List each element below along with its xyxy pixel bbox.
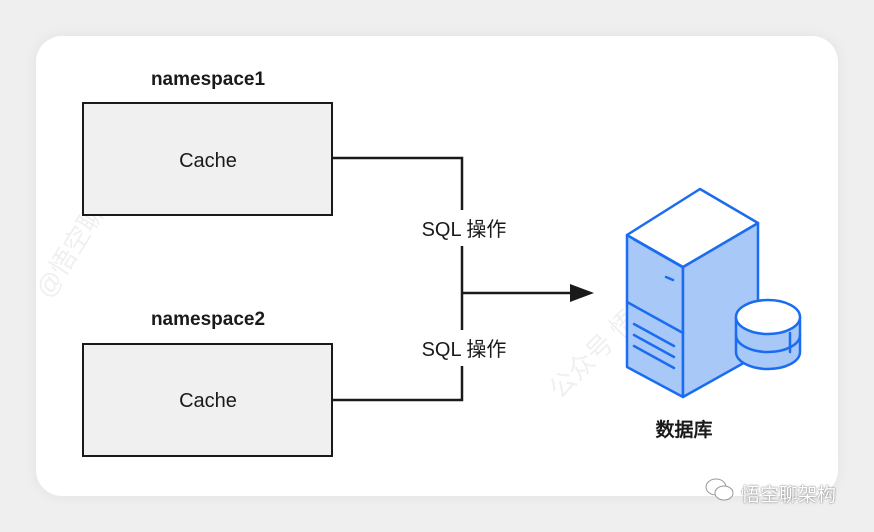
arrowhead bbox=[570, 284, 594, 302]
database-label: 数据库 bbox=[655, 418, 712, 441]
database-server-icon bbox=[625, 187, 802, 399]
wechat-icon bbox=[705, 478, 735, 508]
connector-lines bbox=[332, 156, 572, 402]
cache1-label: Cache bbox=[179, 150, 237, 172]
edge-label-1: SQL 操作 bbox=[422, 218, 507, 241]
namespace2-label: namespace2 bbox=[151, 309, 265, 330]
brand-watermark: 悟空聊架构 bbox=[705, 478, 836, 508]
cache2-box bbox=[82, 343, 333, 457]
edge-line bbox=[332, 156, 464, 402]
namespace1-label: namespace1 bbox=[151, 69, 266, 90]
edge-label-2: SQL 操作 bbox=[422, 338, 507, 361]
cache2-label: Cache bbox=[179, 390, 237, 412]
brand-text: 悟空聊架构 bbox=[741, 484, 837, 506]
